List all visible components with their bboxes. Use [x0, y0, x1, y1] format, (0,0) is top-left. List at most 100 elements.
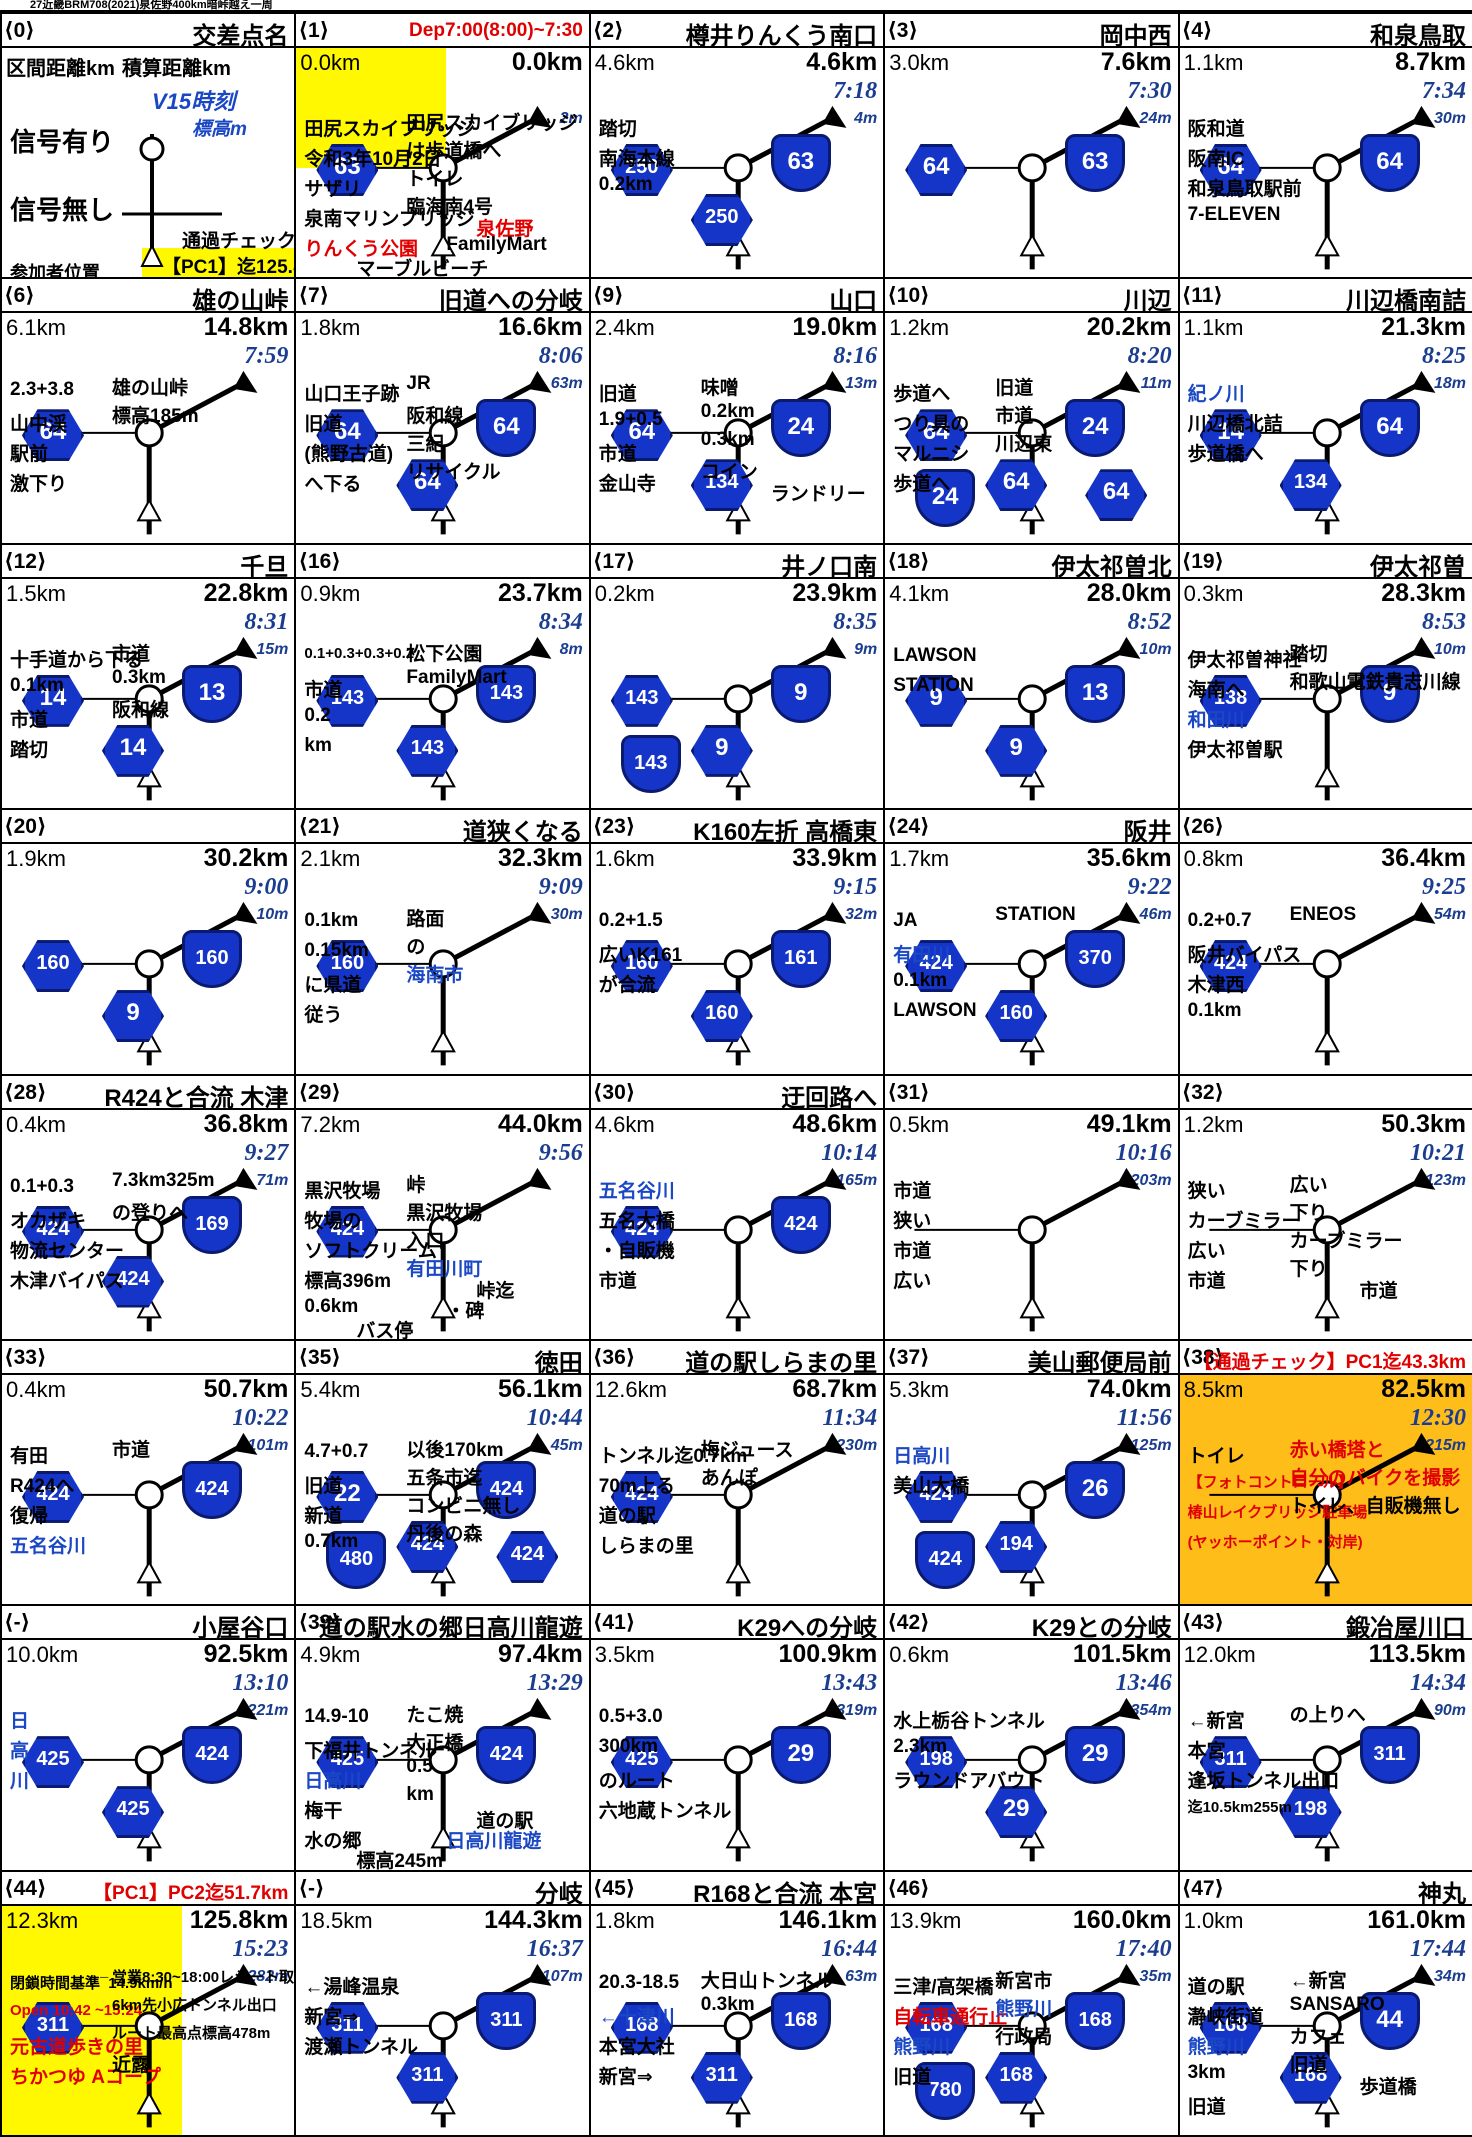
landmark-label: に県道	[304, 975, 362, 997]
cumulative-distance: 113.5km	[1368, 1640, 1466, 1669]
landmark-label: トイレ、自販機無し	[1289, 1495, 1461, 1517]
cumulative-distance: 22.8km	[203, 578, 289, 607]
landmark-label: 復帰	[10, 1505, 49, 1527]
landmark-label: 0.5+3.0	[598, 1706, 663, 1728]
v15-time: 10:44	[526, 1404, 583, 1431]
landmark-label: 営業8:30~18:00レシート取得	[112, 1968, 297, 1986]
segment-distance: 18.5km	[300, 1907, 373, 1933]
landmark-label: しらまの里	[598, 1535, 694, 1557]
landmark-label: Open 10:42 ~15:24	[10, 2001, 143, 2019]
landmark-label: マルニシ	[893, 444, 970, 466]
altitude: 11m	[1140, 375, 1172, 393]
landmark-label: 0.2	[304, 704, 331, 726]
cumulative-distance: 160.0km	[1072, 1905, 1172, 1934]
cell-header: ⟨39⟩道の駅水の郷日高川龍遊	[296, 1606, 589, 1642]
cell-header: ⟨9⟩山口	[590, 279, 884, 315]
cue-number: ⟨24⟩	[887, 815, 930, 839]
landmark-label: 従う	[304, 1005, 343, 1027]
segment-distance: 2.1km	[300, 846, 361, 872]
landmark-label: 五名大橋	[598, 1210, 675, 1232]
route-shield: 160	[22, 940, 84, 993]
v15-time: 13:10	[232, 1670, 289, 1697]
cue-number: ⟨19⟩	[1181, 549, 1225, 573]
cell-header: ⟨18⟩伊太祁曽北	[885, 545, 1178, 581]
v15-time: 8:53	[1421, 608, 1466, 635]
landmark-label: 木津西	[1187, 975, 1245, 997]
cell-header: ⟨19⟩伊太祁曽	[1179, 545, 1472, 581]
altitude: 165m	[836, 1171, 878, 1189]
altitude: 10m	[1139, 640, 1172, 658]
cumulative-distance: 100.9km	[778, 1640, 878, 1669]
route-shield: 143	[620, 734, 681, 793]
landmark-label: 下り	[1289, 1202, 1328, 1224]
cell-header: ⟨37⟩美山郵便局前	[885, 1341, 1178, 1377]
cue-number: ⟨32⟩	[1181, 1080, 1225, 1104]
cue-number: ⟨31⟩	[887, 1080, 930, 1104]
landmark-label: 日高川	[304, 1771, 362, 1793]
cue-number: ⟨45⟩	[592, 1876, 636, 1900]
cumulative-distance: 101.5km	[1072, 1640, 1172, 1669]
landmark-label: 三津/高架橋	[893, 1976, 994, 1998]
landmark-label: 新宮⇒	[598, 2066, 653, 2088]
cell-header: ⟨45⟩ R168と合流 本宮	[590, 1872, 884, 1908]
cell-header: ⟨23⟩K160左折 高橋東	[590, 810, 884, 846]
intersection-name: 雄の山峠	[192, 288, 289, 316]
landmark-label: 市道	[893, 1240, 932, 1262]
cumulative-distance: 8.7km	[1395, 48, 1466, 76]
landmark-label: 0.5	[406, 1756, 433, 1778]
legend-pc1: 【PC1】迄125.8km	[162, 257, 294, 278]
legend-sekisan: 積算距離km	[122, 58, 231, 80]
route-shield: 198	[1279, 1786, 1342, 1839]
landmark-label: あんぽ	[700, 1467, 758, 1489]
cumulative-distance: 48.6km	[792, 1109, 878, 1138]
cumulative-distance: 56.1km	[497, 1374, 583, 1403]
segment-distance: 3.5km	[594, 1642, 655, 1668]
landmark-label: カーブミラー	[1187, 1210, 1301, 1232]
landmark-label: のルート	[598, 1771, 675, 1793]
landmark-label: 有田川町	[406, 1258, 483, 1280]
landmark-label: 下福井トンネル	[304, 1741, 438, 1763]
landmark-label: の登りへ	[112, 1202, 189, 1224]
cell-header: ⟨3⟩岡中西	[885, 14, 1178, 50]
route-shield: 9	[1359, 664, 1420, 723]
cell-header: ⟨6⟩雄の山峠	[2, 279, 295, 316]
cumulative-distance: 7.6km	[1100, 48, 1172, 76]
route-shield: 64	[1199, 144, 1262, 196]
landmark-label: 日高川龍遊	[446, 1831, 542, 1853]
landmark-label: 阪和道	[1187, 119, 1245, 140]
landmark-label: 大日山トンネル	[700, 1970, 834, 1992]
landmark-label: 2.3km	[893, 1736, 948, 1758]
landmark-label: 1.9+0.5	[598, 409, 663, 431]
landmark-label: 阪南IC	[1187, 149, 1245, 170]
cell-header: ⟨28⟩R424と合流 木津	[2, 1076, 295, 1112]
landmark-label: 0.1+0.3	[10, 1175, 74, 1197]
landmark-label: 泉南マリンブリッジ	[304, 209, 475, 230]
landmark-label: 広い	[1187, 1240, 1226, 1262]
route-diagram	[914, 1167, 1141, 1331]
cue-number: ⟨42⟩	[887, 1611, 930, 1635]
landmark-label: が合流	[598, 975, 656, 997]
cue-number: ⟨1⟩	[298, 19, 330, 42]
cumulative-distance: 28.0km	[1086, 578, 1172, 607]
segment-distance: 7.2km	[300, 1111, 361, 1137]
landmark-label: 雄の山峠	[112, 378, 189, 400]
segment-distance: 0.3km	[1183, 580, 1244, 606]
altitude: 13m	[845, 375, 878, 393]
landmark-label: ←湯峰温泉	[304, 1976, 400, 1998]
landmark-label: 歩道橋へ	[1187, 444, 1264, 466]
segment-distance: 1.8km	[300, 315, 361, 341]
altitude: 203m	[1130, 1171, 1172, 1189]
landmark-label: 和泉鳥取駅前	[1187, 179, 1302, 200]
intersection-name: 旧道への分岐	[438, 288, 583, 316]
route-diagram	[620, 1432, 847, 1597]
intersection-name: R168と合流 本宮	[693, 1880, 878, 1908]
intersection-name: 分岐	[534, 1880, 583, 1908]
landmark-label: 【フォトコントロール】	[1187, 1473, 1353, 1491]
landmark-label: 新宮⇒	[304, 2006, 359, 2028]
route-shield: 24	[770, 399, 831, 458]
